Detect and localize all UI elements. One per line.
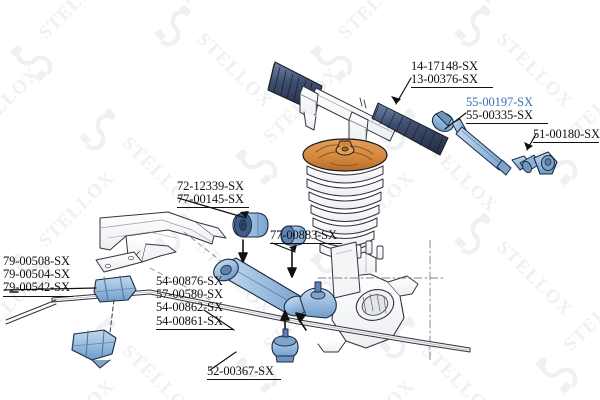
part-number: 77-00145-SX	[177, 192, 244, 207]
part-number: 79-00504-SX	[3, 267, 70, 282]
part-number: 79-00542-SX	[3, 280, 70, 295]
part-number: 55-00197-SX	[466, 95, 533, 109]
part-number: 52-00367-SX	[207, 364, 274, 378]
part-number: 51-00180-SX	[533, 127, 600, 141]
steering-rack-boot-right	[371, 102, 449, 156]
leader-arrowheads	[240, 96, 533, 252]
part-number: 54-00861-SX	[156, 313, 223, 328]
part-number: 55-00335-SX	[466, 108, 533, 123]
stabilizer-bracket-plate	[95, 250, 143, 273]
steering-knuckle	[317, 239, 445, 361]
part-number: 77-00883-SX	[270, 228, 337, 242]
leader-lines	[3, 77, 537, 371]
stabilizer-bushing-lower	[71, 329, 117, 369]
part-number: 79-00508-SX	[3, 254, 70, 268]
callout-underline	[177, 207, 249, 209]
callout-ball-joint: 52-00367-SX	[207, 364, 281, 381]
part-number: 57-00580-SX	[156, 287, 223, 302]
ball-joint	[271, 328, 299, 363]
control-arm-bushing-front	[232, 212, 269, 238]
part-number: 54-00862-SX	[156, 300, 223, 315]
part-number: 72-12339-SX	[177, 179, 244, 193]
callout-underline	[411, 87, 493, 89]
part-number: 14-17148-SX	[411, 59, 478, 73]
callout-control-arm-bushing-rear: 77-00883-SX	[270, 228, 342, 245]
part-number: 13-00376-SX	[411, 72, 478, 87]
callout-outer-tie-rod-end: 51-00180-SX	[533, 127, 600, 144]
outer-tie-rod-end	[511, 151, 558, 175]
callout-underline	[3, 295, 73, 297]
assembly-arrows	[9, 239, 307, 331]
callout-underline	[207, 379, 281, 381]
callout-underline	[270, 243, 342, 245]
callout-underline	[533, 142, 599, 144]
stabilizer-bushing-upper	[93, 275, 137, 303]
part-number: 54-00876-SX	[156, 274, 223, 288]
lower-arm-ball-joint	[299, 281, 337, 319]
callout-underline	[466, 123, 548, 125]
callout-underline	[156, 328, 234, 330]
